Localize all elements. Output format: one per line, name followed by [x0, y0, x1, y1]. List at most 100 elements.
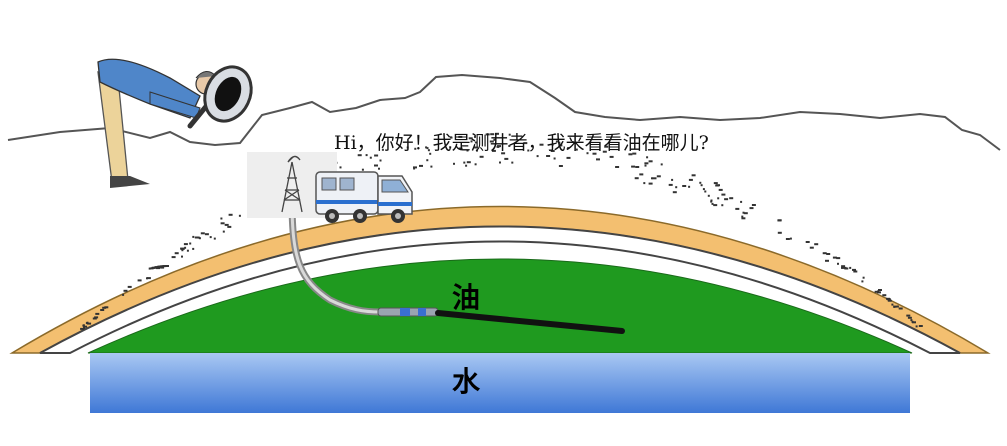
magnifier-icon — [187, 65, 253, 129]
rock-speckle — [463, 161, 466, 164]
rock-speckle — [186, 249, 189, 252]
rock-speckle — [495, 132, 499, 135]
rock-speckle — [789, 237, 792, 240]
rock-speckle — [566, 156, 571, 159]
rock-speckle — [227, 225, 232, 228]
rock-speckle — [511, 161, 514, 164]
rock-speckle — [893, 305, 898, 308]
rock-speckle — [527, 149, 530, 152]
rock-speckle — [832, 256, 837, 259]
rock-speckle — [682, 185, 687, 187]
rock-speckle — [651, 177, 653, 180]
rock-speckle — [122, 293, 125, 296]
rock-speckle — [715, 184, 720, 187]
rock-speckle — [171, 256, 176, 259]
rock-speckle — [381, 148, 384, 151]
rock-speckle — [704, 190, 707, 193]
rock-speckle — [222, 230, 225, 233]
rock-speckle — [449, 146, 452, 149]
rock-speckle — [631, 165, 636, 168]
rock-speckle — [489, 140, 494, 143]
rock-speckle — [508, 145, 511, 147]
rock-speckle — [100, 309, 105, 311]
rock-speckle — [453, 162, 455, 165]
rock-speckle — [184, 246, 187, 249]
rock-speckle — [427, 149, 430, 152]
rock-speckle — [458, 135, 463, 138]
rock-speckle — [426, 159, 429, 162]
rock-speckle — [493, 138, 496, 141]
rock-speckle — [707, 194, 710, 197]
truck-icon — [315, 171, 413, 223]
rock-speckle — [691, 174, 696, 177]
rock-speckle — [898, 307, 903, 310]
rock-speckle — [146, 277, 151, 280]
rock-speckle — [906, 314, 911, 317]
rock-speckle — [724, 198, 729, 201]
rock-speckle — [183, 243, 188, 246]
rock-speckle — [378, 167, 380, 170]
rock-speckle — [575, 148, 578, 151]
rock-speckle — [465, 164, 468, 167]
logging-tool-icon — [377, 307, 439, 317]
worker-figure — [97, 58, 217, 188]
rock-speckle — [735, 207, 740, 210]
rock-speckle — [458, 147, 463, 150]
rock-speckle — [425, 146, 428, 149]
rock-speckle — [82, 324, 85, 327]
rock-speckle — [915, 325, 918, 328]
rock-speckle — [592, 152, 597, 155]
rock-speckle — [743, 212, 748, 215]
rock-speckle — [887, 299, 892, 302]
rock-speckle — [648, 182, 653, 185]
rock-speckle — [822, 252, 827, 255]
rock-speckle — [468, 137, 473, 140]
oil-layer — [87, 258, 913, 354]
rock-speckle — [749, 207, 754, 210]
rock-speckle — [357, 154, 362, 157]
rock-speckle — [849, 266, 852, 269]
rock-speckle — [567, 147, 570, 150]
rock-speckle — [413, 166, 417, 169]
rock-speckle — [92, 317, 97, 320]
rock-speckle — [80, 327, 85, 330]
rock-speckle — [413, 167, 416, 170]
rock-speckle — [127, 285, 132, 288]
rock-speckle — [660, 163, 663, 166]
rock-speckle — [369, 156, 372, 159]
rock-speckle — [656, 175, 661, 178]
rock-speckle — [643, 182, 646, 185]
rock-speckle — [571, 141, 574, 143]
rock-speckle — [414, 147, 417, 150]
water-layer — [90, 353, 910, 413]
rock-speckle — [220, 217, 223, 220]
rock-speckle — [891, 303, 894, 306]
rock-speckle — [874, 290, 879, 293]
rock-speckle — [474, 141, 477, 144]
rock-speckle — [224, 223, 229, 226]
rock-speckle — [751, 204, 756, 206]
rock-speckle — [862, 276, 865, 279]
rock-band-layer — [39, 225, 961, 354]
rock-speckle — [646, 156, 649, 159]
rock-speckle — [449, 136, 452, 139]
rock-speckle — [238, 214, 241, 217]
oil-layer-label: 油 — [452, 281, 481, 314]
rock-speckle — [419, 164, 423, 167]
rock-speckle — [523, 142, 528, 145]
rock-speckle — [192, 247, 195, 250]
rock-speckle — [635, 166, 640, 168]
rock-speckle — [912, 321, 916, 324]
rock-speckle — [406, 146, 409, 149]
rock-speckle — [644, 162, 649, 165]
rock-speckle — [83, 327, 86, 330]
rock-speckle — [429, 152, 432, 155]
rock-speckle — [700, 184, 703, 187]
rock-speckle — [163, 265, 166, 268]
rock-speckle — [836, 257, 841, 260]
rock-speckle — [826, 253, 831, 255]
rock-speckle — [339, 166, 342, 169]
rock-speckle — [181, 249, 184, 252]
rock-speckle — [671, 178, 674, 181]
rock-speckle — [476, 149, 478, 152]
